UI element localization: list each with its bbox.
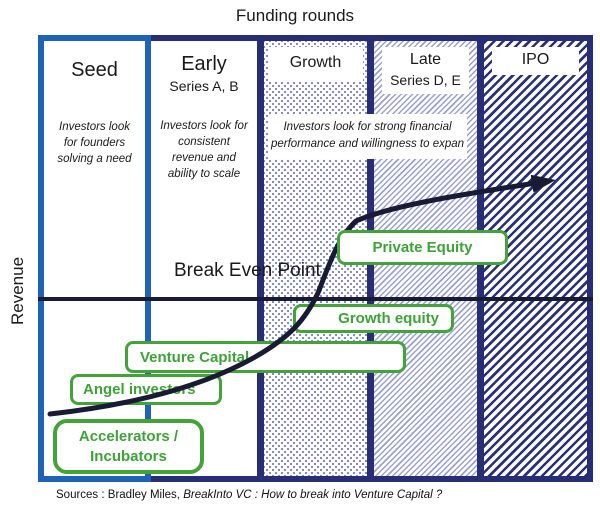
stage-growth-equity: Growth equity: [293, 304, 454, 333]
divider-early-growth: [257, 41, 264, 476]
break-even-label: Break Even Point: [174, 260, 321, 281]
column-early-label: Early: [181, 53, 227, 75]
break-even-line: [38, 297, 593, 301]
column-early: Early Series A, B Investors look for con…: [151, 41, 257, 476]
column-growth-label: Growth: [268, 47, 363, 81]
stage-angel-investors: Angel investors: [70, 374, 222, 405]
column-seed-label: Seed: [71, 59, 118, 81]
sources-caption: Sources : Bradley Miles, BreakInto VC : …: [56, 489, 442, 501]
column-early-sublabel: Series A, B: [169, 78, 239, 94]
column-ipo-label: IPO: [492, 47, 579, 75]
stage-venture-capital: Venture Capital: [125, 341, 406, 373]
column-late-sublabel: Series D, E: [390, 72, 461, 88]
column-late-header: Late Series D, E: [382, 47, 469, 94]
column-seed-description: Investors look for founders solving a ne…: [57, 121, 132, 166]
sources-prefix: Sources : Bradley Miles,: [56, 489, 184, 501]
stage-private-equity: Private Equity: [337, 230, 508, 265]
column-early-description: Investors look for consistent revenue an…: [160, 120, 248, 181]
stage-accelerators-incubators: Accelerators / Incubators: [53, 419, 204, 474]
column-seed: Seed Investors look for founders solving…: [38, 35, 151, 482]
chart-area: Seed Investors look for founders solving…: [38, 35, 593, 482]
sources-book-title: BreakInto VC : How to break into Venture…: [183, 489, 443, 501]
y-axis-label: Revenue: [8, 256, 27, 326]
column-late-label: Late: [409, 51, 442, 68]
chart-title: Funding rounds: [235, 6, 355, 25]
growth-late-description: Investors look for strong financial perf…: [268, 114, 467, 159]
